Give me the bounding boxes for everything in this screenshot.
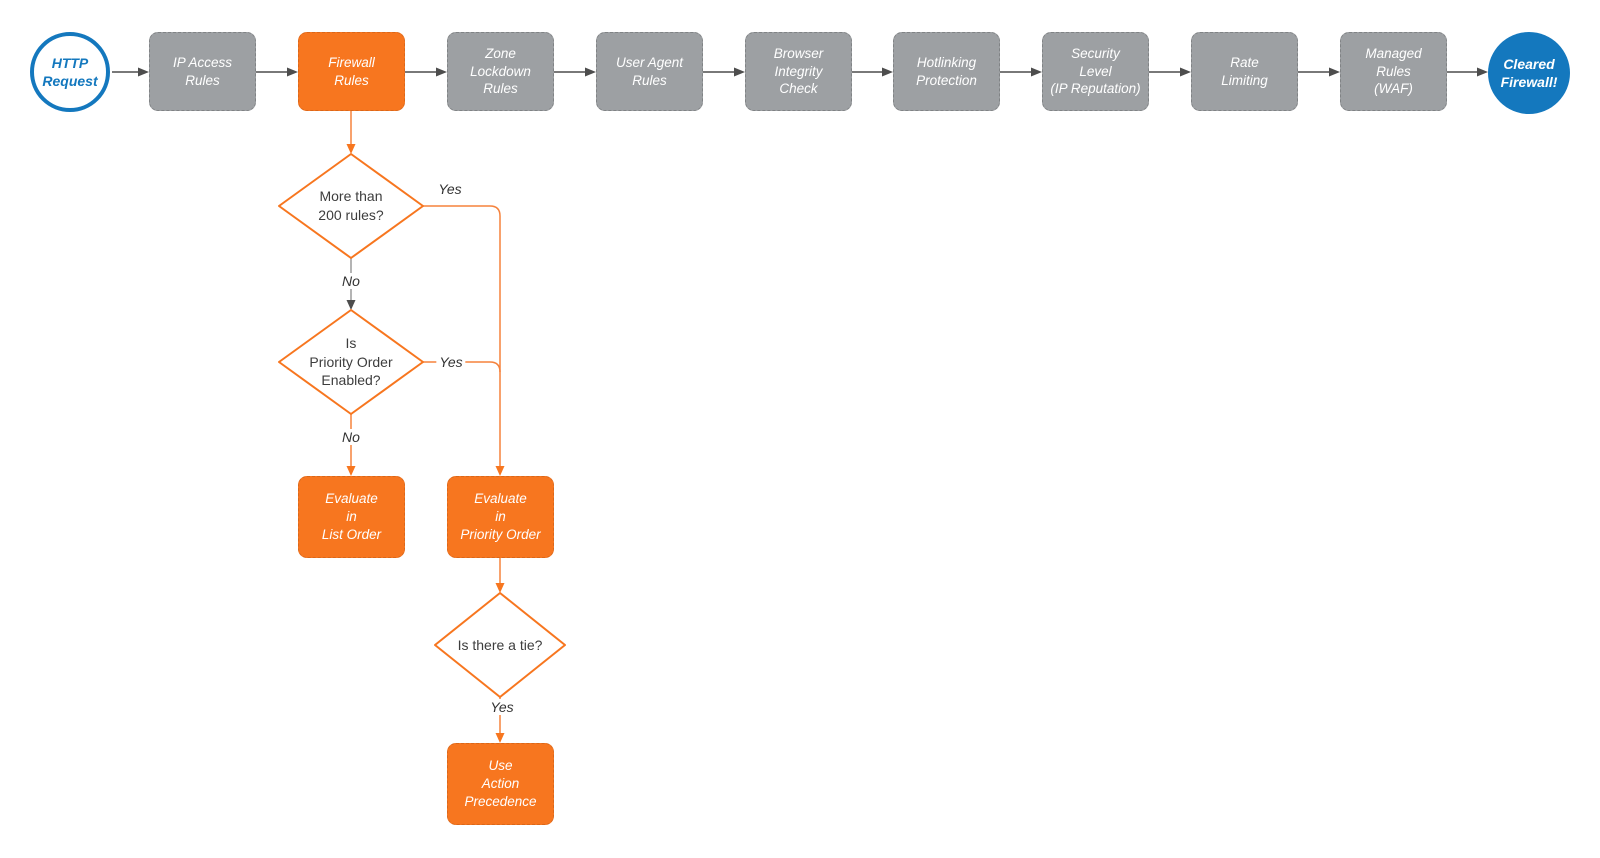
arrowhead: [346, 144, 356, 154]
decision-is-there-a-tie: Is there a tie?: [435, 593, 565, 697]
decision-more-than-200-rules-shape: [278, 153, 424, 259]
arrowhead: [287, 67, 298, 77]
stage-browser-integrity-check: Browser Integrity Check: [745, 32, 852, 111]
arrowhead: [495, 583, 505, 593]
stage-user-agent-rules: User Agent Rules: [596, 32, 703, 111]
stage-ip-access-rules: IP Access Rules: [149, 32, 256, 111]
decision-priority-order-enabled: Is Priority Order Enabled?: [279, 310, 423, 414]
arrowhead: [585, 67, 596, 77]
decision-is-there-a-tie-shape: [434, 592, 566, 698]
connector-d1-yes-to-evaluate-priority: [423, 205, 505, 476]
connector-start-to-ip-access: [112, 67, 149, 77]
arrowhead: [495, 733, 505, 743]
connector-hotlinking-to-security-level: [1000, 67, 1042, 77]
action-label: Evaluate in Priority Order: [460, 490, 541, 543]
connector-d2-yes-join: [423, 361, 501, 373]
stage-firewall-rules: Firewall Rules: [298, 32, 405, 111]
edge-label-d2-no: No: [339, 429, 363, 445]
arrowhead: [346, 300, 356, 310]
arrowhead: [495, 466, 505, 476]
action-evaluate-in-list-order: Evaluate in List Order: [298, 476, 405, 558]
edge-label-d2-yes: Yes: [436, 354, 466, 370]
connector-line: [423, 361, 501, 373]
start-node-label: HTTP Request: [42, 54, 98, 89]
arrowhead: [1031, 67, 1042, 77]
stage-hotlinking-protection: Hotlinking Protection: [893, 32, 1000, 111]
connector-line: [423, 205, 501, 468]
connector-firewall-to-zone-lockdown: [405, 67, 447, 77]
decision-label: More than 200 rules?: [318, 188, 384, 223]
arrowhead: [734, 67, 745, 77]
stage-label: Rate Limiting: [1221, 54, 1268, 88]
decision-more-than-200-rules: More than 200 rules?: [279, 154, 423, 258]
connector-firewall-to-d1: [346, 111, 356, 154]
stage-label: IP Access Rules: [172, 54, 233, 88]
edge-label-d1-yes: Yes: [435, 181, 465, 197]
stage-label: Security Level (IP Reputation): [1050, 45, 1141, 97]
connector-evaluate-priority-to-d3: [495, 558, 505, 593]
stage-label: Hotlinking Protection: [916, 54, 977, 88]
end-node-cleared-firewall: Cleared Firewall!: [1488, 32, 1570, 114]
action-evaluate-in-priority-order: Evaluate in Priority Order: [447, 476, 554, 558]
arrowhead: [138, 67, 149, 77]
decision-label: Is there a tie?: [457, 636, 543, 653]
stage-label: Zone Lockdown Rules: [470, 45, 531, 97]
connector-user-agent-to-browser-integrity: [703, 67, 745, 77]
edge-label-d1-no: No: [339, 273, 363, 289]
connector-ip-access-to-firewall: [256, 67, 298, 77]
start-node-http-request: HTTP Request: [30, 32, 110, 112]
decision-priority-order-enabled-shape: [278, 309, 424, 415]
stage-label: Browser Integrity Check: [773, 45, 824, 97]
action-label: Evaluate in List Order: [321, 490, 382, 543]
connector-security-level-to-rate-limiting: [1149, 67, 1191, 77]
arrowhead: [436, 67, 447, 77]
action-use-action-precedence: Use Action Precedence: [447, 743, 554, 825]
decision-label: Is Priority Order Enabled?: [309, 334, 393, 389]
arrowhead: [1180, 67, 1191, 77]
action-label: Use Action Precedence: [464, 757, 537, 810]
connector-browser-integrity-to-hotlinking: [852, 67, 893, 77]
connector-d2-no-to-evaluate-list: [346, 414, 356, 476]
arrowhead: [1477, 67, 1488, 77]
arrowhead: [346, 466, 356, 476]
arrowhead: [882, 67, 893, 77]
end-node-label: Cleared Firewall!: [1500, 55, 1558, 90]
stage-zone-lockdown-rules: Zone Lockdown Rules: [447, 32, 554, 111]
stage-label: Managed Rules (WAF): [1365, 45, 1422, 97]
connector-zone-lockdown-to-user-agent: [554, 67, 596, 77]
stage-label: Firewall Rules: [328, 54, 375, 88]
connector-rate-limiting-to-managed-rules: [1298, 67, 1340, 77]
stage-label: User Agent Rules: [615, 54, 684, 88]
stage-security-level-ip-reputation: Security Level (IP Reputation): [1042, 32, 1149, 111]
stage-rate-limiting: Rate Limiting: [1191, 32, 1298, 111]
edge-label-d3-yes: Yes: [487, 699, 517, 715]
arrowhead: [1329, 67, 1340, 77]
stage-managed-rules-waf: Managed Rules (WAF): [1340, 32, 1447, 111]
connector-managed-rules-to-cleared: [1447, 67, 1488, 77]
